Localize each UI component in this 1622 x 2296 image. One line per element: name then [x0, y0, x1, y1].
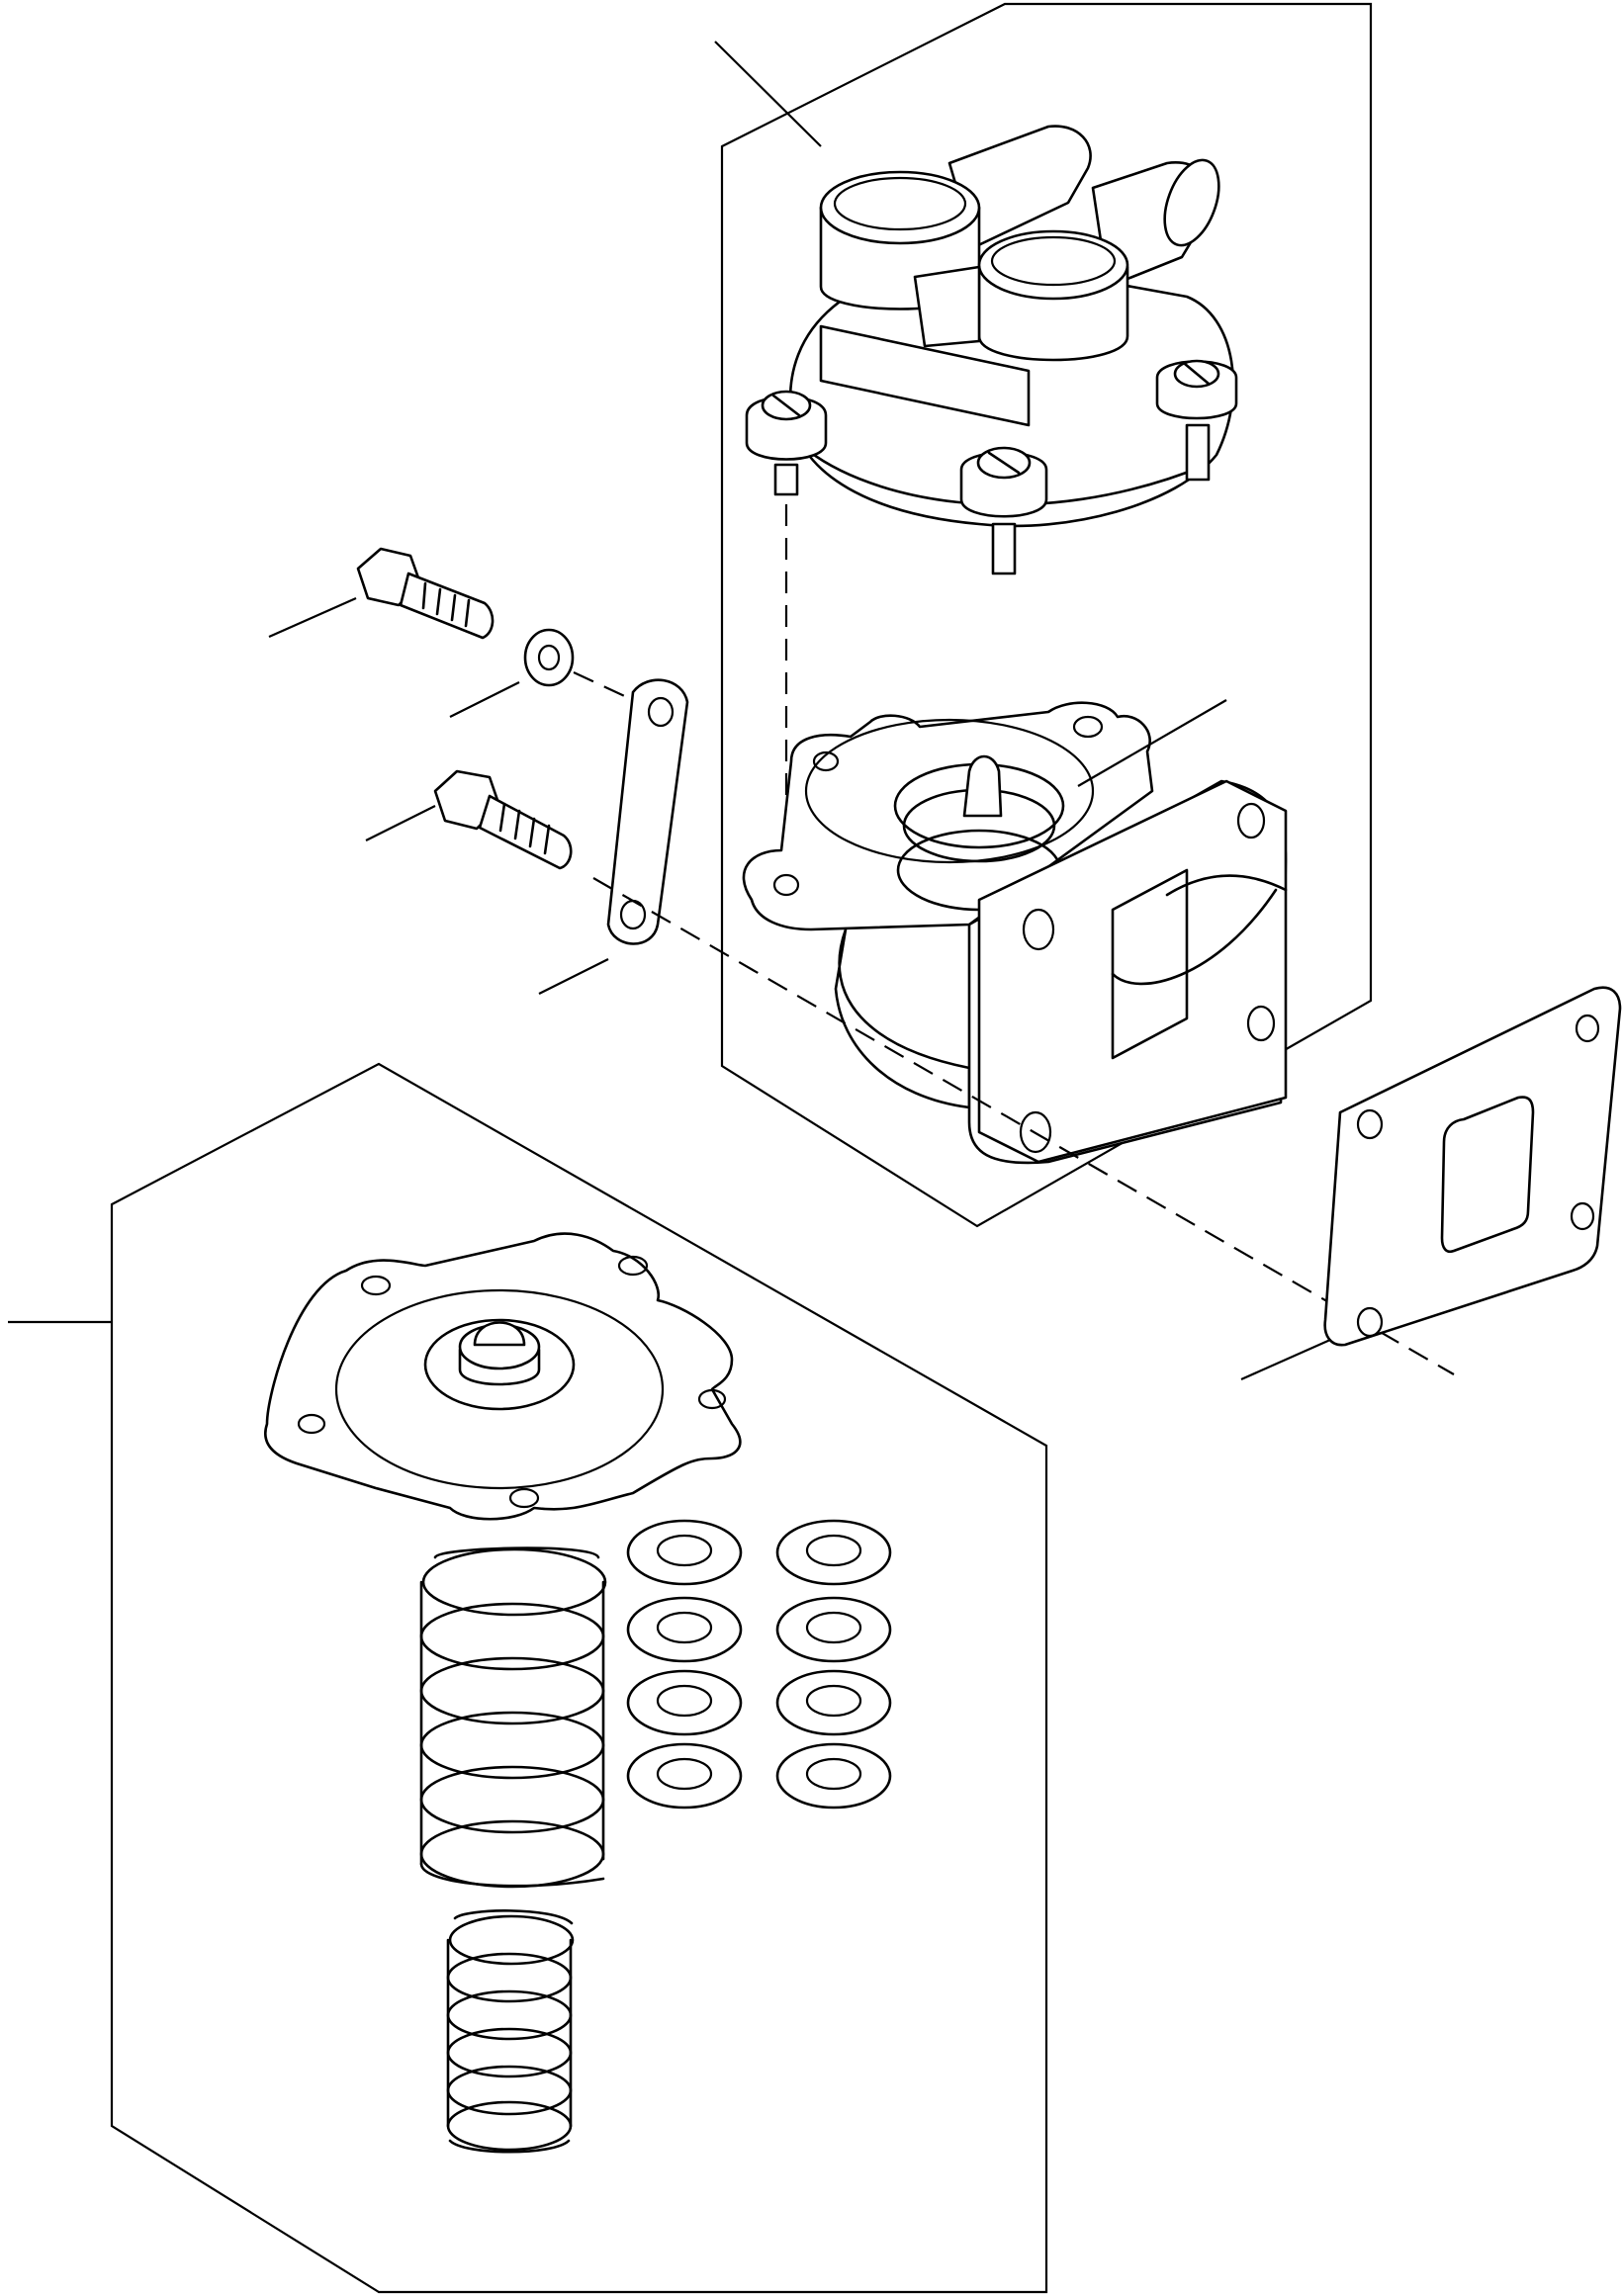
bolt-upper: [268, 547, 495, 640]
washers: [626, 1519, 892, 1810]
guide-line-lower: [592, 877, 1455, 1375]
valve-assembly-outline: [720, 2, 1373, 1228]
repair-kit-outline: [110, 1062, 1048, 2294]
small-spring: [446, 1909, 575, 2154]
bolt-lower: [365, 769, 573, 870]
washer: [626, 1669, 743, 1736]
washer: [626, 1519, 743, 1586]
diaphragm: [264, 1232, 742, 1521]
valve-upper-body: [745, 125, 1238, 575]
washer: [775, 1519, 892, 1586]
washer: [775, 1596, 892, 1663]
washer: [626, 1596, 743, 1663]
valve-lower-housing: [742, 701, 1288, 1165]
housing-leader: [1077, 699, 1227, 787]
repair-kit-group: [8, 1062, 1048, 2294]
large-spring: [419, 1546, 607, 1889]
flat-washer: [449, 628, 575, 718]
valve-assembly-group: [714, 2, 1373, 1228]
valve-assembly-leader: [714, 41, 822, 147]
flange-gasket: [1240, 986, 1622, 1381]
valve-upper-screws: [745, 359, 1238, 575]
washer: [626, 1742, 743, 1810]
washer: [775, 1742, 892, 1810]
guide-line-washer: [573, 671, 634, 701]
washer: [775, 1669, 892, 1736]
link-plate: [538, 678, 689, 995]
